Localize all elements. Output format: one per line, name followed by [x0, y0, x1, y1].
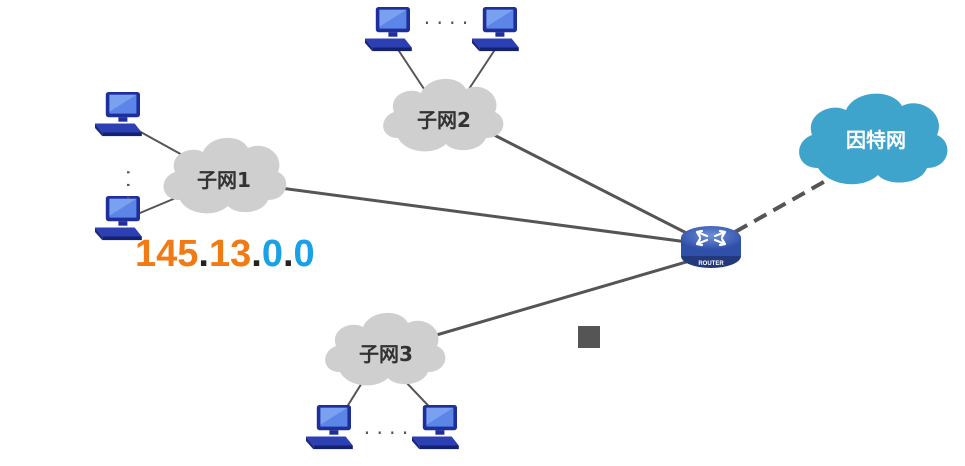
ellipsis-subnet2: · · · ·: [424, 11, 469, 35]
router-icon: ROUTER: [681, 226, 741, 268]
ellipsis-subnet3: · · · ·: [364, 421, 409, 445]
packet-square: [578, 326, 600, 348]
ip-octet-4: 0: [294, 233, 315, 275]
link-host-subnet2-left: [394, 44, 429, 96]
subnet-2-label: 子网2: [417, 108, 471, 132]
internet-label: 因特网: [846, 128, 906, 152]
ip-octet-1: 145: [135, 233, 198, 275]
ip-dot-2: .: [251, 233, 262, 275]
links: [127, 44, 846, 419]
internet-cloud: 因特网: [799, 93, 948, 185]
router-label: ROUTER: [698, 261, 724, 267]
link-host-subnet2-right: [464, 44, 499, 96]
ip-octet-2: 13: [209, 233, 251, 275]
subnet-2-cloud: 子网2: [383, 78, 504, 152]
ip-dot-1: .: [198, 233, 209, 275]
computer-icon: [412, 405, 459, 450]
ellipsis-subnet1: · · ·: [116, 169, 140, 201]
subnet-3-cloud: 子网3: [325, 312, 446, 386]
subnet-3-label: 子网3: [359, 342, 413, 366]
computer-icon: [95, 92, 142, 137]
computer-icon: [472, 7, 519, 52]
subnet-1-cloud: 子网1: [163, 137, 287, 214]
ip-address: 145.13.0.0: [135, 233, 315, 275]
ip-octet-3: 0: [262, 233, 283, 275]
computer-icon: [306, 405, 353, 450]
link-subnet3-router: [384, 253, 711, 352]
link-router-internet: [734, 168, 846, 234]
subnet-1-label: 子网1: [197, 168, 251, 192]
link-subnet1-router: [234, 180, 711, 247]
computer-icon: [365, 7, 412, 52]
link-subnet2-router: [454, 113, 711, 247]
ip-dot-3: .: [283, 233, 294, 275]
